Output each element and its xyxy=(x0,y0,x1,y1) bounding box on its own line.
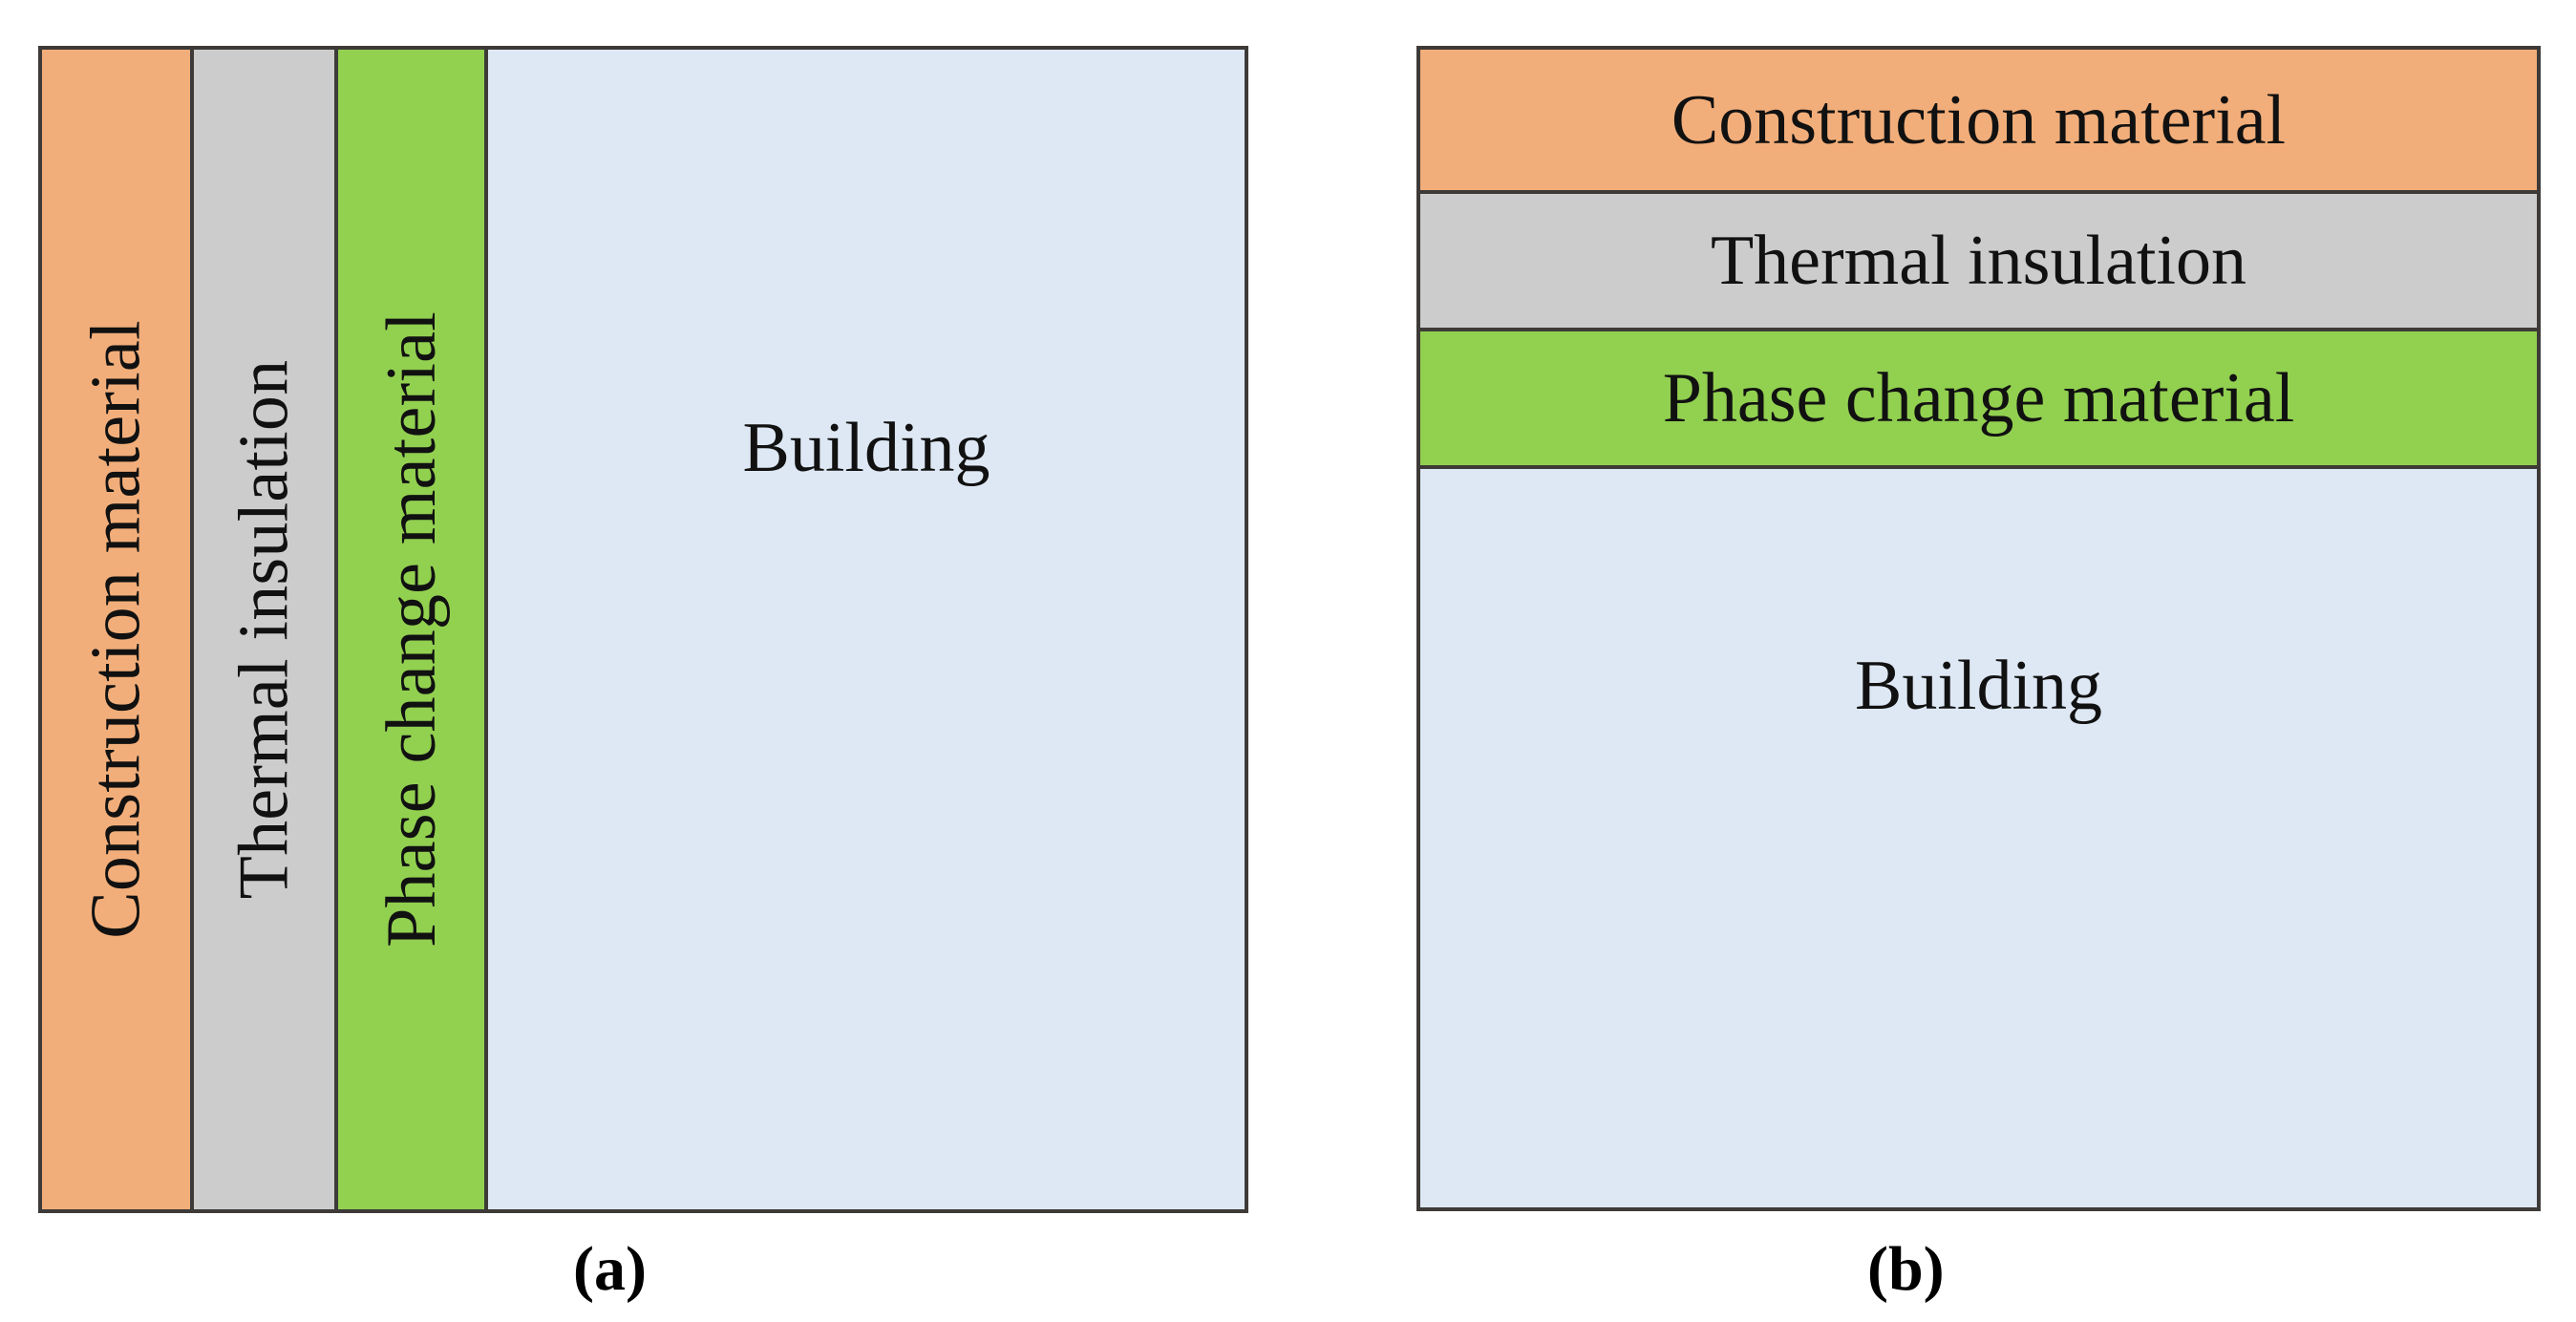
panel-a-caption: (a) xyxy=(573,1234,647,1304)
panel-b-label-construction-material: Construction material xyxy=(1671,80,2287,160)
panel-a-layer-building: Building xyxy=(484,50,1245,1209)
panel-b-caption: (b) xyxy=(1867,1234,1945,1304)
panel-b-layer-thermal-insulation: Thermal insulation xyxy=(1420,190,2537,328)
panel-b: Construction material Thermal insulation… xyxy=(1416,46,2541,1211)
panel-a-layer-construction-material: Construction material xyxy=(42,50,190,1209)
panel-b-layer-building: Building xyxy=(1420,465,2537,1207)
panel-b-label-phase-change-material: Phase change material xyxy=(1662,359,2295,437)
panel-a: Construction material Thermal insulation… xyxy=(38,46,1248,1213)
panel-a-label-phase-change-material: Phase change material xyxy=(372,311,451,948)
panel-a-layer-thermal-insulation: Thermal insulation xyxy=(190,50,334,1209)
panel-b-layer-construction-material: Construction material xyxy=(1420,50,2537,190)
panel-b-label-thermal-insulation: Thermal insulation xyxy=(1710,222,2247,300)
panel-a-label-thermal-insulation: Thermal insulation xyxy=(224,359,304,900)
panel-b-layer-phase-change-material: Phase change material xyxy=(1420,328,2537,465)
panel-b-label-building: Building xyxy=(1854,646,2103,725)
panel-a-label-building: Building xyxy=(742,409,990,487)
panel-a-label-construction-material: Construction material xyxy=(76,320,156,939)
panel-a-layer-phase-change-material: Phase change material xyxy=(334,50,484,1209)
